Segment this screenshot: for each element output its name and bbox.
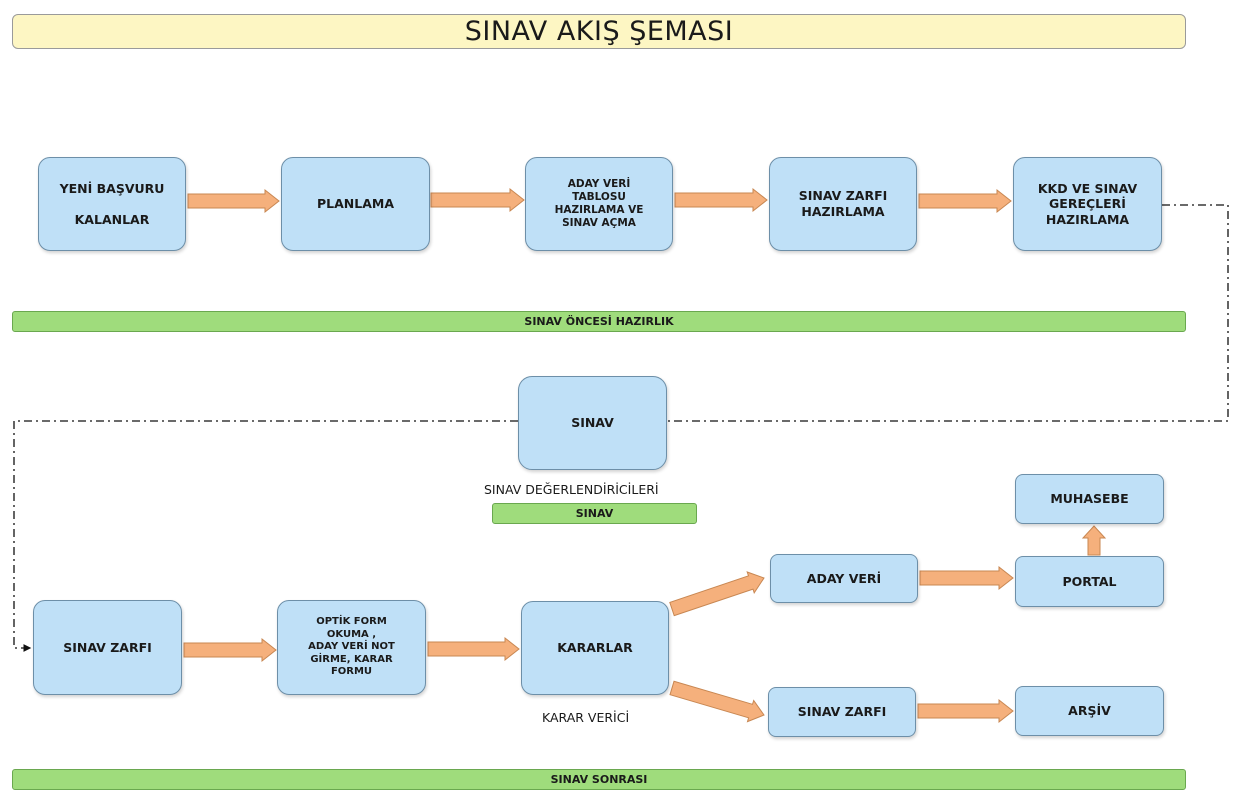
arrow-portal-to-accounting [1081, 525, 1107, 556]
arrow-envelope-to-kkd [918, 188, 1012, 214]
evaluators-caption: SINAV DEĞERLENDİRİCİLERİ [484, 482, 659, 497]
arrow-envelope-to-optic [183, 637, 277, 663]
candidate-table-box: ADAY VERİ TABLOSU HAZIRLAMA VE SINAV AÇM… [525, 157, 673, 251]
exam-box: SINAV [518, 376, 667, 470]
portal-box: PORTAL [1015, 556, 1164, 607]
decisions-box: KARARLAR [521, 601, 669, 695]
decision-maker-caption: KARAR VERİCİ [542, 710, 630, 725]
arrow-optic-to-decisions [427, 636, 520, 662]
band-pre-exam: SINAV ÖNCESİ HAZIRLIK [12, 311, 1186, 332]
arrow-table-to-envelope [674, 187, 768, 213]
band-exam: SINAV [492, 503, 697, 524]
arrow-candidate-data-to-portal [919, 565, 1014, 591]
candidate-data-box: ADAY VERİ [770, 554, 918, 603]
arrow-decisions-to-envelope [669, 680, 765, 723]
arrow-envelope-to-archive [917, 698, 1014, 724]
exam-envelope-prep-box: SINAV ZARFI HAZIRLAMA [769, 157, 917, 251]
exam-envelope-post-box: SINAV ZARFI [768, 687, 916, 737]
exam-envelope-box: SINAV ZARFI [33, 600, 182, 695]
arrow-decisions-to-candidate-data [669, 571, 765, 617]
band-post-exam: SINAV SONRASI [12, 769, 1186, 790]
arrow-applicants-to-planning [187, 188, 280, 214]
diagram-title: SINAV AKIŞ ŞEMASI [12, 14, 1186, 49]
new-applicants-box: YENİ BAŞVURU KALANLAR [38, 157, 186, 251]
kkd-prep-box: KKD VE SINAV GEREÇLERİ HAZIRLAMA [1013, 157, 1162, 251]
accounting-box: MUHASEBE [1015, 474, 1164, 524]
planning-box: PLANLAMA [281, 157, 430, 251]
optic-form-box: OPTİK FORM OKUMA , ADAY VERİ NOT GİRME, … [277, 600, 426, 695]
arrow-planning-to-table [430, 187, 525, 213]
archive-box: ARŞİV [1015, 686, 1164, 736]
